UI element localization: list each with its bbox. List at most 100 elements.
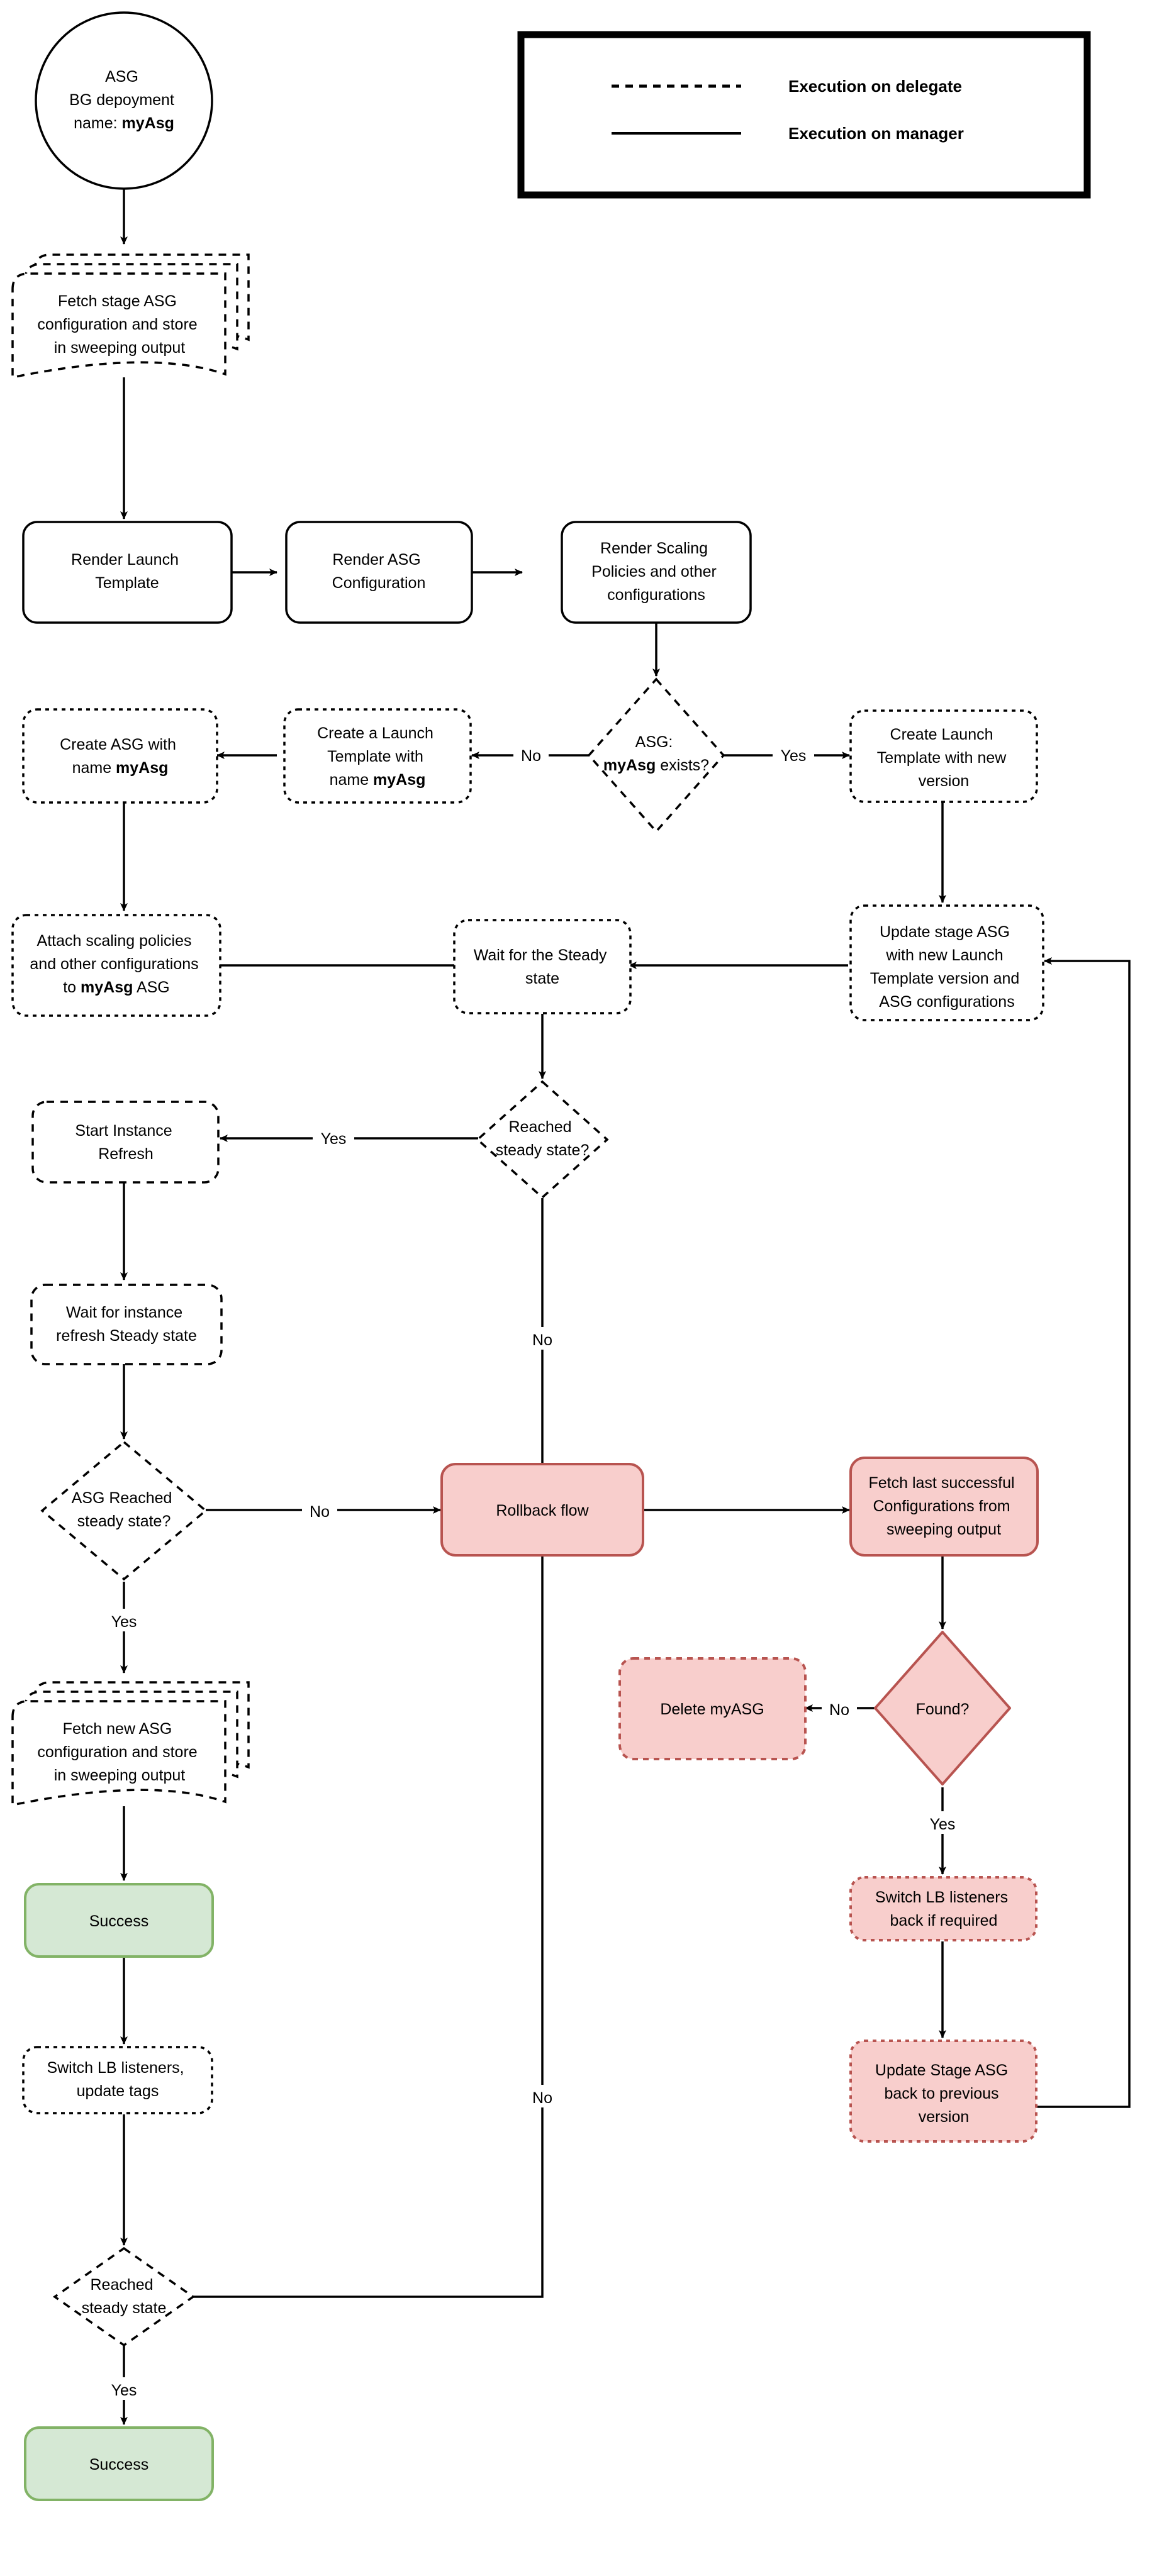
node-switch-lb-back-line-0: Switch LB listeners: [875, 1889, 1008, 1906]
node-render-scaling-line-1: Policies and other: [591, 563, 717, 580]
node-asg-reached-steady-decision[interactable]: ASG Reached steady state?: [40, 1440, 208, 1581]
svg-text:Create Launch Template: Create Launch Template with new version: [877, 726, 1011, 790]
edge-update-back-to-update-stage: [1036, 957, 1131, 2108]
edge-label-found-yes: Yes: [922, 1811, 963, 1834]
node-create-launch-template-name[interactable]: Create a Launch Template with name myAsg: [283, 708, 472, 804]
node-fetch-stage[interactable]: Fetch stage ASG configuration and store …: [11, 253, 250, 379]
node-switch-lb-back[interactable]: Switch LB listeners back if required: [849, 1876, 1037, 1941]
svg-text:Render Launch Template: Render Launch Template: [71, 551, 183, 592]
svg-text:Rollback flow: Rollback flow: [496, 1502, 589, 1519]
svg-text:No: No: [521, 747, 541, 765]
node-update-stage-back[interactable]: Update Stage ASG back to previous versio…: [849, 2040, 1037, 2143]
svg-text:Create a Launch Templa: Create a Launch Template with name myAsg: [317, 724, 438, 789]
node-switch-lb-update-tags[interactable]: Switch LB listeners, update tags: [22, 2046, 213, 2114]
node-render-scaling-line-0: Render Scaling: [600, 540, 708, 557]
node-fetch-new-line-0: Fetch new ASG: [63, 1720, 172, 1738]
svg-text:Success: Success: [89, 2456, 148, 2473]
node-reached-steady-state-2-decision[interactable]: Reached steady state: [52, 2246, 196, 2347]
svg-text:Yes: Yes: [781, 747, 807, 765]
node-reached2-line-0: Reached: [90, 2276, 153, 2294]
node-fetch-last-line-0: Fetch last successful: [869, 1474, 1015, 1492]
node-render-scaling-policies[interactable]: Render Scaling Policies and other config…: [561, 521, 752, 624]
node-attach-line-0: Attach scaling policies: [37, 932, 192, 950]
node-asg-exists-decision[interactable]: ASG: myAsg exists?: [587, 677, 725, 833]
node-render-asg-line-1: Configuration: [332, 574, 426, 592]
node-start[interactable]: ASG BG depoyment name: myAsg: [35, 11, 213, 190]
node-render-scaling-line-2: configurations: [607, 586, 705, 604]
svg-text:Switch LB listeners ba: Switch LB listeners back if required: [875, 1889, 1012, 1929]
edge-label-asg-exists-no: No: [513, 743, 549, 765]
node-fetch-stage-line-0: Fetch stage ASG: [58, 292, 177, 310]
edge-label-reached2-yes: Yes: [103, 2377, 145, 2400]
node-fetch-last-successful[interactable]: Fetch last successful Configurations fro…: [849, 1457, 1039, 1557]
node-render-launch-template[interactable]: Render Launch Template: [22, 521, 233, 624]
svg-text:ASG Reached steady sta: ASG Reached steady state?: [72, 1489, 177, 1530]
node-found-decision[interactable]: Found?: [874, 1631, 1011, 1785]
legend-item-1-label: Execution on manager: [788, 124, 964, 143]
node-create-launch-template-new-version[interactable]: Create Launch Template with new version: [849, 709, 1038, 803]
node-start-bold: myAsg: [122, 114, 174, 132]
svg-text:Reached steady state?: Reached steady state?: [496, 1118, 590, 1159]
node-update-stage-line-0: Update stage ASG: [880, 923, 1010, 941]
node-attach-line-1: and other configurations: [30, 955, 198, 973]
node-update-stage-line-2: Template version and: [870, 970, 1020, 987]
node-reached2-line-1: steady state: [82, 2299, 167, 2317]
node-delete-myasg-line-0: Delete myASG: [660, 1701, 764, 1718]
node-create-lt-new-line-1: Template with new: [877, 749, 1007, 767]
edge-label-asg-exists-yes: Yes: [773, 743, 814, 765]
edge-labels: No Yes Yes No No Yes: [103, 743, 963, 2400]
svg-text:Delete myASG: Delete myASG: [660, 1701, 764, 1718]
node-asg-reached-line-1: steady state?: [77, 1513, 171, 1530]
node-reached-steady-state-decision[interactable]: Reached steady state?: [476, 1080, 609, 1199]
node-create-asg-name[interactable]: Create ASG with name myAsg: [22, 708, 218, 804]
node-update-stage-asg[interactable]: Update stage ASG with new Launch Templat…: [849, 904, 1044, 1021]
edge-reached2-no: [193, 1531, 546, 2298]
svg-text:Success: Success: [89, 1913, 148, 1930]
svg-text:Wait for instance refr: Wait for instance refresh Steady state: [56, 1304, 197, 1345]
edge-label-reached2-no: No: [525, 2085, 560, 2107]
node-fetch-new-line-2: in sweeping output: [54, 1767, 186, 1784]
node-found-line-0: Found?: [916, 1701, 970, 1718]
node-update-back-line-0: Update Stage ASG: [875, 2062, 1008, 2079]
node-delete-myasg[interactable]: Delete myASG: [618, 1657, 807, 1760]
node-fetch-new-asg[interactable]: Fetch new ASG configuration and store in…: [11, 1681, 250, 1807]
node-rollback-line-0: Rollback flow: [496, 1502, 589, 1519]
svg-text:Yes: Yes: [111, 2382, 137, 2399]
node-success-2[interactable]: Success: [24, 2426, 214, 2501]
svg-text:Yes: Yes: [321, 1130, 347, 1148]
node-rollback-flow[interactable]: Rollback flow: [440, 1463, 644, 1557]
node-success-1[interactable]: Success: [24, 1883, 214, 1958]
node-reached-steady-line-1: steady state?: [496, 1141, 590, 1159]
svg-text:No: No: [310, 1503, 330, 1521]
node-attach-scaling-policies[interactable]: Attach scaling policies and other config…: [11, 914, 221, 1017]
node-render-asg-line-0: Render ASG: [332, 551, 420, 569]
node-render-asg-configuration[interactable]: Render ASG Configuration: [285, 521, 473, 624]
svg-text:Found?: Found?: [916, 1701, 970, 1718]
node-wait-refresh-line-0: Wait for instance: [66, 1304, 182, 1321]
node-start-instance-refresh[interactable]: Start Instance Refresh: [31, 1101, 220, 1184]
node-create-lt-name-line-0: Create a Launch: [317, 724, 433, 742]
svg-text:Update stage ASG with: Update stage ASG with new Launch Templat…: [870, 923, 1024, 1011]
node-wait-steady-line-1: state: [525, 970, 559, 987]
node-wait-steady-state[interactable]: Wait for the Steady state: [453, 919, 632, 1014]
svg-text:No: No: [532, 1331, 552, 1349]
node-update-back-line-1: back to previous: [885, 2085, 999, 2102]
node-wait-instance-refresh[interactable]: Wait for instance refresh Steady state: [30, 1284, 223, 1365]
svg-text:Yes: Yes: [930, 1816, 956, 1833]
node-fetch-last-line-1: Configurations from: [873, 1497, 1010, 1515]
node-success2-line-0: Success: [89, 2456, 148, 2473]
svg-text:Start Instance Refresh: Start Instance Refresh: [75, 1122, 176, 1163]
svg-text:Wait for the Steady st: Wait for the Steady state: [474, 947, 612, 987]
node-success1-line-0: Success: [89, 1913, 148, 1930]
edge-label-reached-steady-no: No: [525, 1327, 560, 1350]
node-create-lt-new-line-0: Create Launch: [890, 726, 993, 743]
node-switch-lb-tags-line-0: Switch LB listeners,: [47, 2059, 184, 2077]
edge-label-asg-reached-no: No: [302, 1499, 337, 1521]
svg-text:Fetch last successful: Fetch last successful Configurations fro…: [869, 1474, 1019, 1538]
svg-text:Yes: Yes: [111, 1613, 137, 1631]
node-update-back-line-2: version: [919, 2108, 970, 2126]
node-start-line-0: ASG: [105, 68, 138, 86]
edge-label-reached-steady-yes: Yes: [313, 1126, 354, 1148]
